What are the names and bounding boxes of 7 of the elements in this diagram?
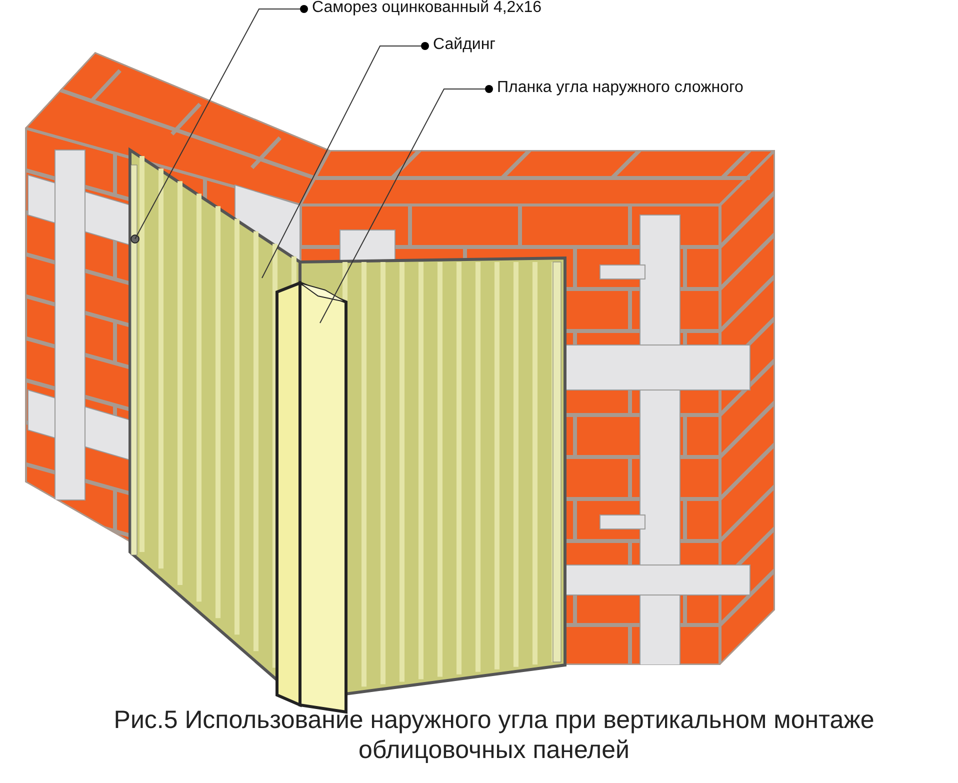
- part-label: Планка угла наружного сложного: [497, 78, 744, 98]
- leader-line: [262, 42, 429, 278]
- leader-line: [134, 5, 308, 240]
- leader-line: [320, 85, 493, 324]
- part-label: Саморез оцинкованный 4,2х16: [312, 0, 542, 18]
- part-label: Сайдинг: [433, 35, 496, 55]
- figure-caption: Рис.5 Использование наружного угла при вертикальном монтаже облицовочных панелей: [112, 705, 876, 765]
